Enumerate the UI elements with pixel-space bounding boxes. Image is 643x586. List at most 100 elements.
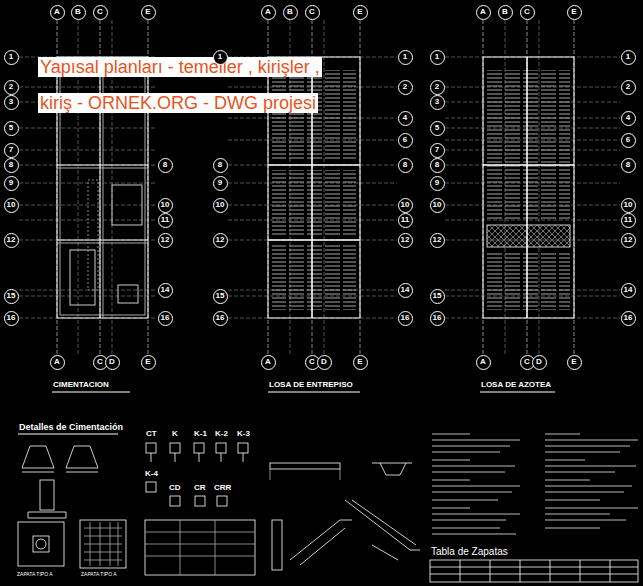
column-mark: CD	[168, 484, 182, 493]
grid-axis-label: A	[265, 358, 271, 366]
grid-axis-label: 8	[435, 161, 439, 169]
grid-axis-label: 14	[401, 286, 410, 294]
grid-axis-label: 8	[626, 161, 630, 169]
grid-bubble: A	[261, 355, 276, 370]
grid-axis-label: 10	[401, 201, 410, 209]
grid-bubble: D	[105, 355, 120, 370]
grid-line	[19, 87, 157, 88]
grid-axis-label: 14	[161, 286, 170, 294]
grid-line	[228, 240, 397, 241]
grid-bubble: 10	[213, 198, 228, 213]
grid-bubble: 11	[158, 213, 173, 228]
grid-bubble: 12	[4, 233, 19, 248]
grid-bubble: E	[141, 355, 156, 370]
grid-bubble: 10	[430, 198, 445, 213]
grid-axis-label: 16	[624, 314, 633, 322]
grid-axis-label: C	[309, 8, 315, 16]
grid-bubble: E	[353, 355, 368, 370]
grid-bubble: E	[353, 5, 368, 20]
grid-axis-label: 4	[403, 114, 407, 122]
detail-caption: ZAPATA TIPO A	[80, 572, 117, 578]
grid-axis-label: 1	[626, 53, 630, 61]
grid-axis-label: 16	[161, 314, 170, 322]
grid-axis-label: 3	[435, 98, 439, 106]
grid-axis-label: B	[287, 8, 293, 16]
grid-bubble: 1	[4, 50, 19, 65]
grid-bubble: 8	[158, 158, 173, 173]
grid-axis-label: 8	[218, 161, 222, 169]
grid-bubble: A	[261, 5, 276, 20]
grid-bubble: A	[476, 355, 491, 370]
grid-axis-label: 12	[401, 236, 410, 244]
title-underlines	[18, 392, 555, 434]
grid-axis-label: E	[145, 8, 150, 16]
grid-bubble: 3	[430, 95, 445, 110]
grid-line	[19, 128, 157, 129]
grid-line	[228, 165, 397, 166]
grid-bubble: 4	[621, 111, 636, 126]
grid-axis-label: E	[571, 358, 576, 366]
grid-axis-label: 10	[433, 201, 442, 209]
section-title: Detalles de Cimentación	[18, 423, 124, 433]
grid-axis-label: 7	[435, 146, 439, 154]
grid-bubble: 9	[430, 176, 445, 191]
grid-axis-label: 2	[626, 83, 630, 91]
grid-bubble: E	[141, 5, 156, 20]
grid-bubble: 10	[398, 198, 413, 213]
grid-axis-label: 12	[624, 236, 633, 244]
grid-bubble: 16	[213, 311, 228, 326]
grid-axis-label: 2	[435, 83, 439, 91]
grid-bubble: 12	[430, 233, 445, 248]
grid-axis-label: B	[502, 8, 508, 16]
grid-axis-label: 15	[433, 292, 442, 300]
general-notes	[432, 434, 638, 534]
grid-bubble: 5	[4, 121, 19, 136]
grid-axis-label: 12	[161, 236, 170, 244]
watermark-text: Yapısal planları - temeller , kirişler ,…	[38, 57, 322, 113]
column-mark: K	[171, 430, 179, 439]
grid-bubble: 12	[621, 233, 636, 248]
grid-bubble: 1	[213, 50, 228, 65]
grid-axis-label: 10	[216, 201, 225, 209]
grid-bubble: 1	[398, 50, 413, 65]
grid-bubble: E	[567, 5, 582, 20]
grid-bubble: 12	[213, 233, 228, 248]
column-mark: K-4	[144, 470, 159, 479]
grid-bubble: 16	[430, 311, 445, 326]
grid-bubble: 16	[158, 311, 173, 326]
grid-line	[445, 165, 620, 166]
column-mark: CRR	[213, 484, 232, 493]
grid-axis-label: 10	[7, 201, 16, 209]
grid-line	[527, 20, 528, 354]
column-mark: CT	[145, 430, 158, 439]
grid-bubble: 16	[621, 311, 636, 326]
grid-bubble: 11	[398, 213, 413, 228]
grid-axis-label: 2	[403, 83, 407, 91]
grid-axis-label: C	[309, 358, 315, 366]
grid-axis-label: 12	[7, 236, 16, 244]
grid-axis-label: 12	[433, 236, 442, 244]
grid-bubble: 15	[430, 289, 445, 304]
grid-bubble: 16	[4, 311, 19, 326]
grid-bubble: 15	[4, 289, 19, 304]
column-symbols	[145, 443, 255, 575]
grid-axis-label: 7	[9, 146, 13, 154]
grid-bubble: 8	[398, 158, 413, 173]
grid-axis-label: D	[321, 358, 327, 366]
grid-bubble: A	[476, 5, 491, 20]
grid-bubble: 2	[398, 80, 413, 95]
grid-bubble: 2	[621, 80, 636, 95]
grid-axis-label: 9	[435, 179, 439, 187]
grid-axis-label: C	[524, 358, 530, 366]
grid-bubble: 1	[621, 50, 636, 65]
grid-axis-label: 12	[216, 236, 225, 244]
footing-table	[430, 560, 638, 582]
stair-details	[270, 463, 420, 570]
column-mark: K-2	[214, 430, 229, 439]
grid-bubble: D	[317, 355, 332, 370]
grid-axis-label: A	[54, 358, 60, 366]
roof-slab-plan	[483, 57, 574, 318]
grid-bubble: 6	[398, 133, 413, 148]
grid-bubble: 6	[621, 133, 636, 148]
